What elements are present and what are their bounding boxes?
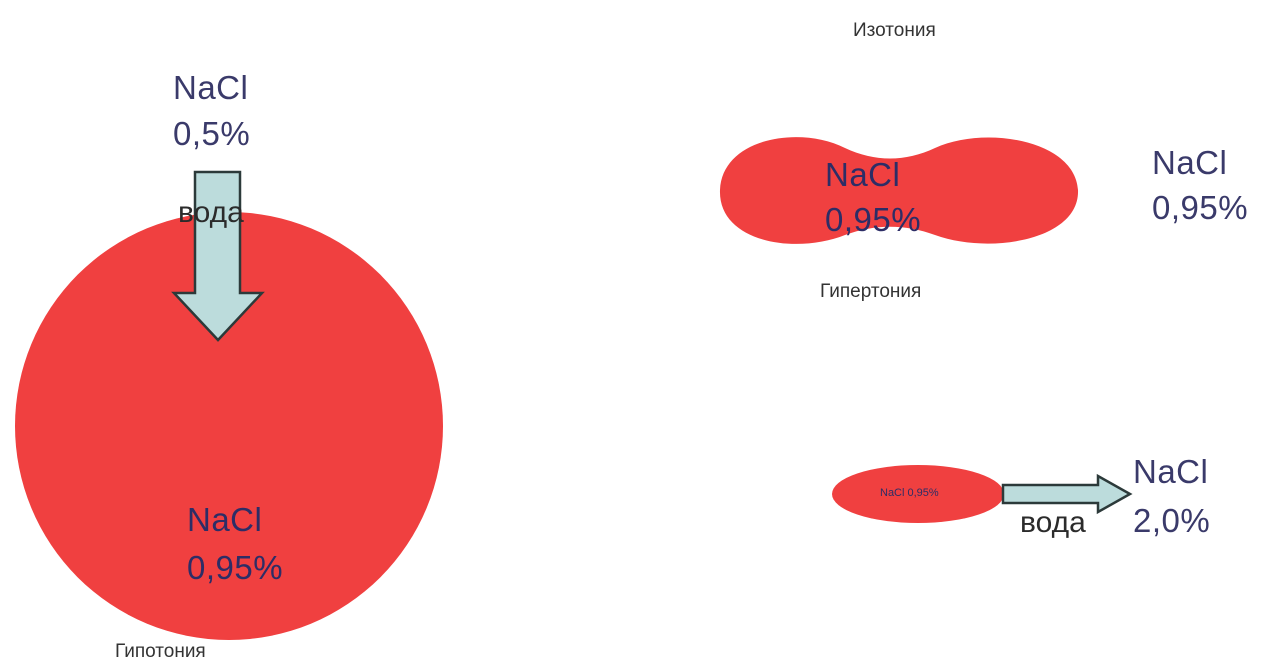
hypotonia-cell xyxy=(15,212,443,640)
isotonia-cell xyxy=(719,137,1079,244)
hypertonia-water-arrow xyxy=(1001,473,1133,515)
hypertonia-label: Гипертония xyxy=(820,281,922,302)
isotonia-cell-concentration: 0,95% xyxy=(825,201,922,238)
hypotonia-outside-concentration: 0,5% xyxy=(173,115,251,152)
hypertonia-cell xyxy=(832,465,1004,523)
isotonia-outside-concentration: 0,95% xyxy=(1152,189,1249,226)
isotonia-outside-substance: NaCl xyxy=(1152,144,1228,181)
isotonia-label: Изотония xyxy=(853,20,936,41)
hypotonia-water-label: вода xyxy=(178,196,244,229)
hypotonia-water-arrow xyxy=(171,170,265,342)
hypertonia-outside-concentration: 2,0% xyxy=(1133,502,1211,539)
hypotonia-cell-concentration: 0,95% xyxy=(187,549,284,586)
hypotonia-outside-substance: NaCl xyxy=(173,69,249,106)
hypotonia-cell-substance: NaCl xyxy=(187,501,263,538)
isotonia-cell-substance: NaCl xyxy=(825,156,901,193)
hypertonia-outside-substance: NaCl xyxy=(1133,453,1209,490)
hypertonia-cell-concentration: NaCl 0,95% xyxy=(880,487,939,499)
hypotonia-label: Гипотония xyxy=(115,641,206,662)
hypertonia-water-label: вода xyxy=(1020,506,1086,539)
